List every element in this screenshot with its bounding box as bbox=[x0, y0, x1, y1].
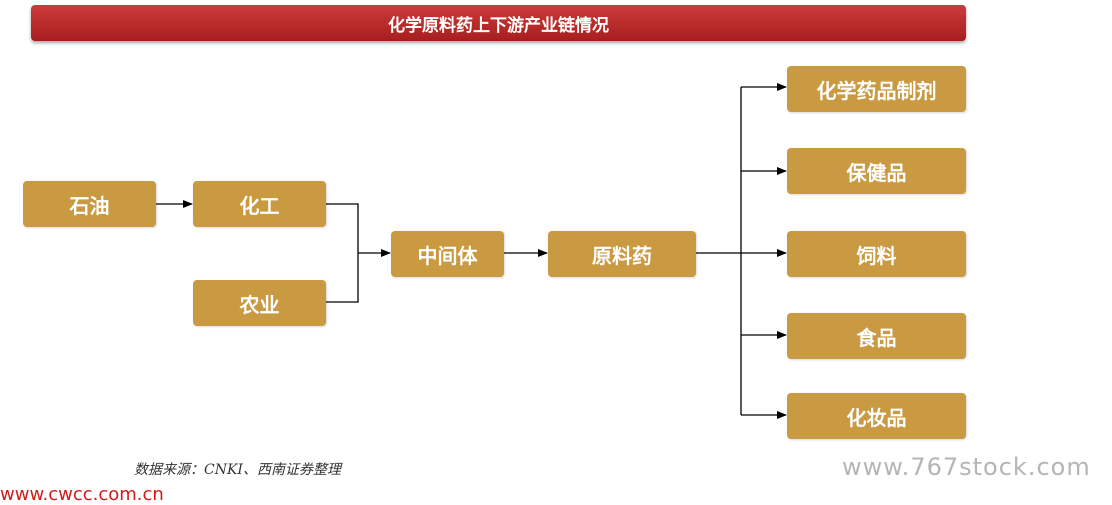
node-intermediate: 中间体 bbox=[391, 231, 504, 277]
node-chemical: 化工 bbox=[193, 181, 326, 227]
node-agriculture: 农业 bbox=[193, 280, 326, 326]
edge-chemical-merge bbox=[326, 203, 359, 303]
node-petroleum: 石油 bbox=[23, 181, 156, 227]
node-food: 食品 bbox=[787, 313, 966, 359]
node-cosmetics: 化妆品 bbox=[787, 393, 966, 439]
source-note: 数据来源：CNKI、西南证券整理 bbox=[134, 462, 341, 478]
node-health: 保健品 bbox=[787, 148, 966, 194]
watermark: www.767stock.com bbox=[842, 453, 1091, 481]
node-formulation: 化学药品制剂 bbox=[787, 66, 966, 112]
watermark-secondary: www.cwcc.com.cn bbox=[0, 484, 164, 505]
title-banner: 化学原料药上下游产业链情况 bbox=[31, 5, 966, 41]
node-feed: 饲料 bbox=[787, 231, 966, 277]
diagram-title: 化学原料药上下游产业链情况 bbox=[388, 15, 609, 36]
node-api: 原料药 bbox=[548, 231, 696, 277]
